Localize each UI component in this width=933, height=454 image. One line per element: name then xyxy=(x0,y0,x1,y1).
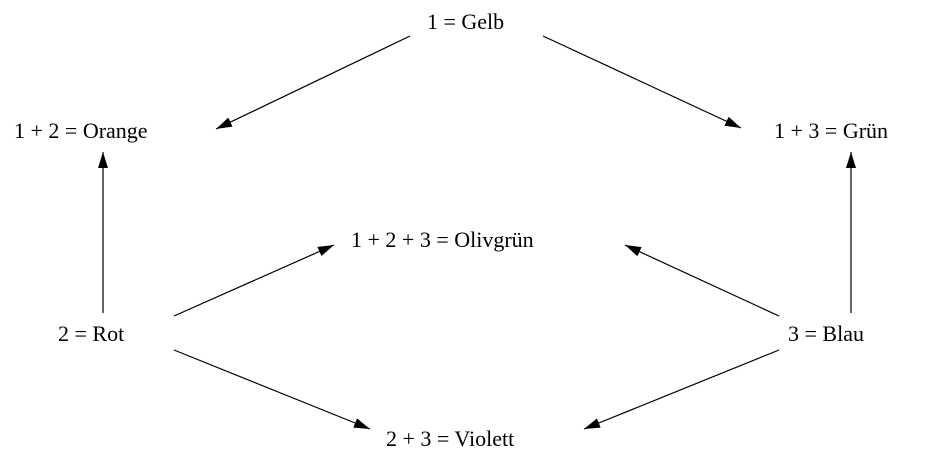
node-violett: 2 + 3 = Violett xyxy=(386,426,515,451)
node-olivgruen: 1 + 2 + 3 = Olivgrün xyxy=(351,227,534,252)
arrow-blau-to-olivgruen xyxy=(624,244,780,317)
node-rot: 2 = Rot xyxy=(58,321,125,346)
arrow-gelb-to-gruen xyxy=(542,35,742,129)
arrow-gelb-to-orange xyxy=(215,35,411,130)
arrow-rot-to-olivgruen xyxy=(173,244,335,317)
node-gruen: 1 + 3 = Grün xyxy=(774,118,889,143)
arrow-rot-to-violett xyxy=(173,349,371,430)
arrow-blau-to-violett xyxy=(583,349,780,430)
node-orange: 1 + 2 = Orange xyxy=(14,118,148,143)
node-blau: 3 = Blau xyxy=(788,321,864,346)
node-gelb: 1 = Gelb xyxy=(427,9,505,34)
